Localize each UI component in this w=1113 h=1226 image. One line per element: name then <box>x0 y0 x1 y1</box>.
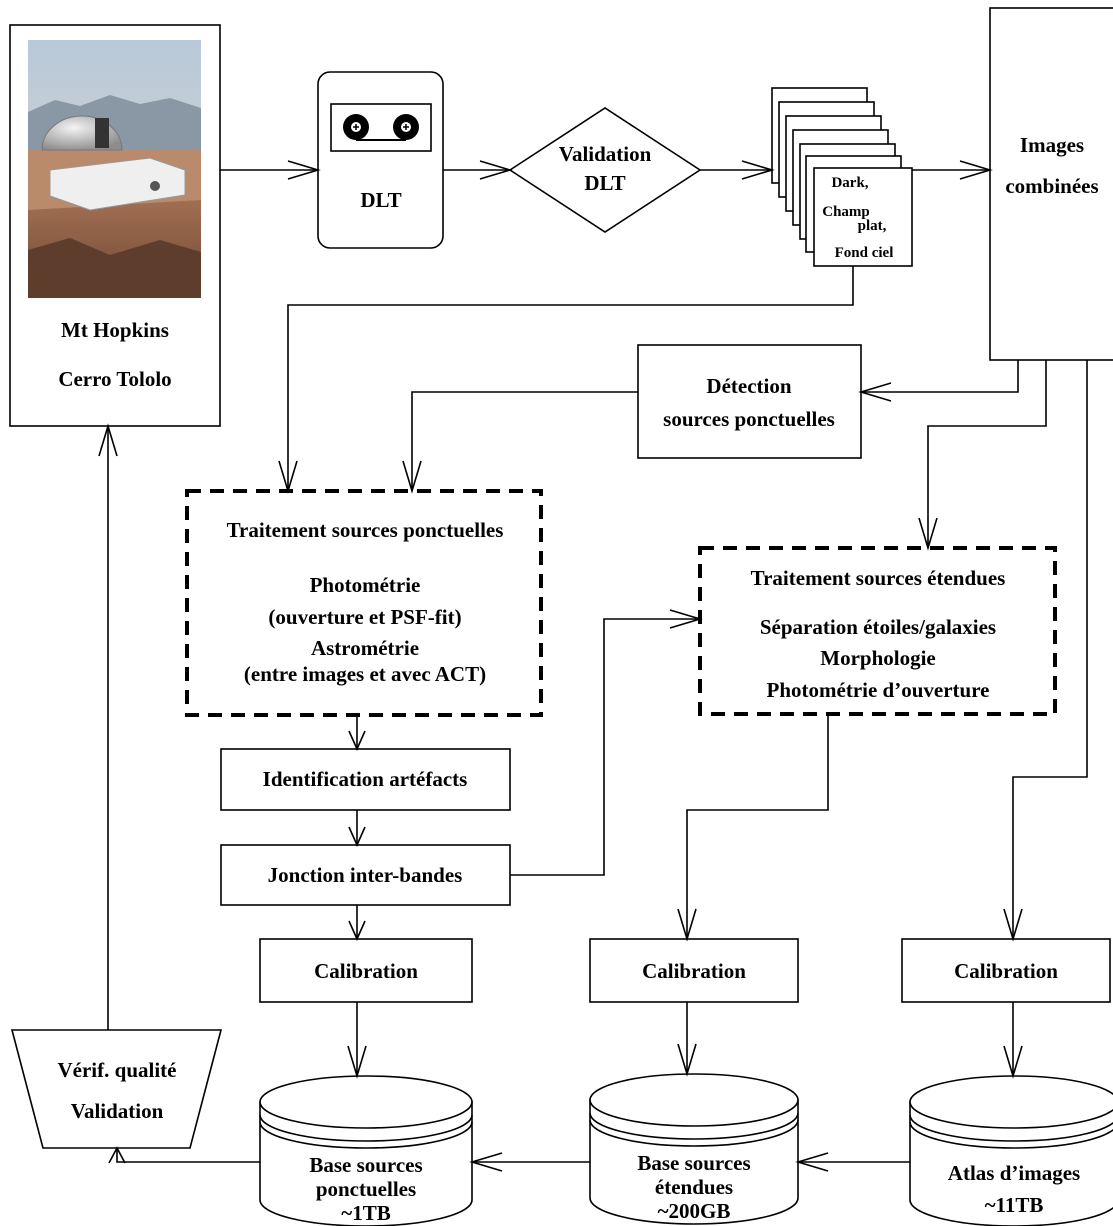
tape-cassette-icon <box>330 103 432 152</box>
arrow-combined-extended <box>927 360 1047 548</box>
arrow-frames-point-processing <box>287 266 854 491</box>
validation-dlt-diamond: Validation DLT <box>508 107 702 233</box>
calibration-point-box: Calibration <box>259 938 473 1003</box>
db-point-line3: ~1TB <box>341 1201 390 1225</box>
db-point-line2: ponctuelles <box>316 1177 416 1201</box>
calibration-extended-label: Calibration <box>642 959 746 983</box>
db-atlas-line2: ~11TB <box>985 1193 1044 1217</box>
frames-line4: Fond ciel <box>835 245 894 261</box>
combined-images-line2: combinées <box>1005 174 1098 198</box>
point-processing-box: Traitement sources ponctuelles Photométr… <box>185 489 543 717</box>
point-processing-line2: (ouverture et PSF-fit) <box>268 605 461 629</box>
observatory-site-2: Cerro Tololo <box>58 367 171 391</box>
extended-processing-title: Traitement sources étendues <box>751 566 1006 590</box>
calibration-atlas-label: Calibration <box>954 959 1058 983</box>
calibration-extended-box: Calibration <box>589 938 799 1003</box>
validation-dlt-line1: Validation <box>559 142 652 166</box>
combined-images-box: Images combinées <box>989 7 1113 361</box>
calibration-point-label: Calibration <box>314 959 418 983</box>
db-extended-line2: étendues <box>655 1175 733 1199</box>
db-atlas-line1: Atlas d’images <box>948 1161 1080 1185</box>
db-extended-line3: ~200GB <box>658 1199 731 1223</box>
extended-processing-line1: Séparation étoiles/galaxies <box>760 615 996 639</box>
observatory-site-1: Mt Hopkins <box>61 318 169 342</box>
artifacts-box: Identification artéfacts <box>220 748 511 811</box>
point-processing-line4: (entre images et avec ACT) <box>244 662 486 686</box>
db-point-cylinder: Base sources ponctuelles ~1TB <box>259 1075 473 1226</box>
dlt-box: DLT <box>317 71 444 249</box>
quality-line1: Vérif. qualité <box>58 1058 177 1082</box>
frames-line1: Dark, <box>831 175 868 191</box>
db-extended-cylinder: Base sources étendues ~200GB <box>589 1073 799 1225</box>
calibration-atlas-box: Calibration <box>901 938 1111 1003</box>
detection-line2: sources ponctuelles <box>663 407 835 431</box>
detection-line1: Détection <box>706 374 791 398</box>
observatory-photo <box>28 40 201 298</box>
connectors <box>98 160 1088 1172</box>
arrow-extended-calibration <box>686 714 829 939</box>
frames-line2: Champ <box>822 204 870 220</box>
arrow-detection-point-processing <box>411 391 638 491</box>
dlt-label: DLT <box>360 188 401 212</box>
observatory-box: Mt Hopkins Cerro Tololo <box>9 24 221 427</box>
frames-line3: plat, <box>858 218 887 234</box>
band-merge-box: Jonction inter-bandes <box>220 844 511 906</box>
arrow-combined-detection <box>861 360 1019 393</box>
point-processing-line1: Photométrie <box>310 573 421 597</box>
extended-processing-box: Traitement sources étendues Séparation é… <box>698 546 1057 716</box>
extended-processing-line3: Photométrie d’ouverture <box>767 678 990 702</box>
db-point-line1: Base sources <box>309 1153 422 1177</box>
point-processing-line3: Astrométrie <box>311 636 419 660</box>
calibration-frames-stack: Dark, Champ plat, Fond ciel <box>771 87 913 267</box>
detection-box: Détection sources ponctuelles <box>637 344 862 459</box>
arrow-point-db-quality <box>116 1148 260 1163</box>
validation-dlt-line2: DLT <box>584 171 625 195</box>
quality-line2: Validation <box>71 1099 164 1123</box>
arrow-band-merge-extended <box>510 618 700 876</box>
point-processing-title: Traitement sources ponctuelles <box>227 518 504 542</box>
extended-processing-line2: Morphologie <box>820 646 936 670</box>
band-merge-label: Jonction inter-bandes <box>268 863 463 887</box>
db-extended-line1: Base sources <box>637 1151 750 1175</box>
artifacts-label: Identification artéfacts <box>263 767 468 791</box>
combined-images-line1: Images <box>1020 133 1084 157</box>
quality-check-box: Vérif. qualité Validation <box>10 1029 223 1149</box>
db-atlas-cylinder: Atlas d’images ~11TB <box>909 1075 1113 1226</box>
arrow-combined-atlas-calibration <box>1012 360 1088 939</box>
